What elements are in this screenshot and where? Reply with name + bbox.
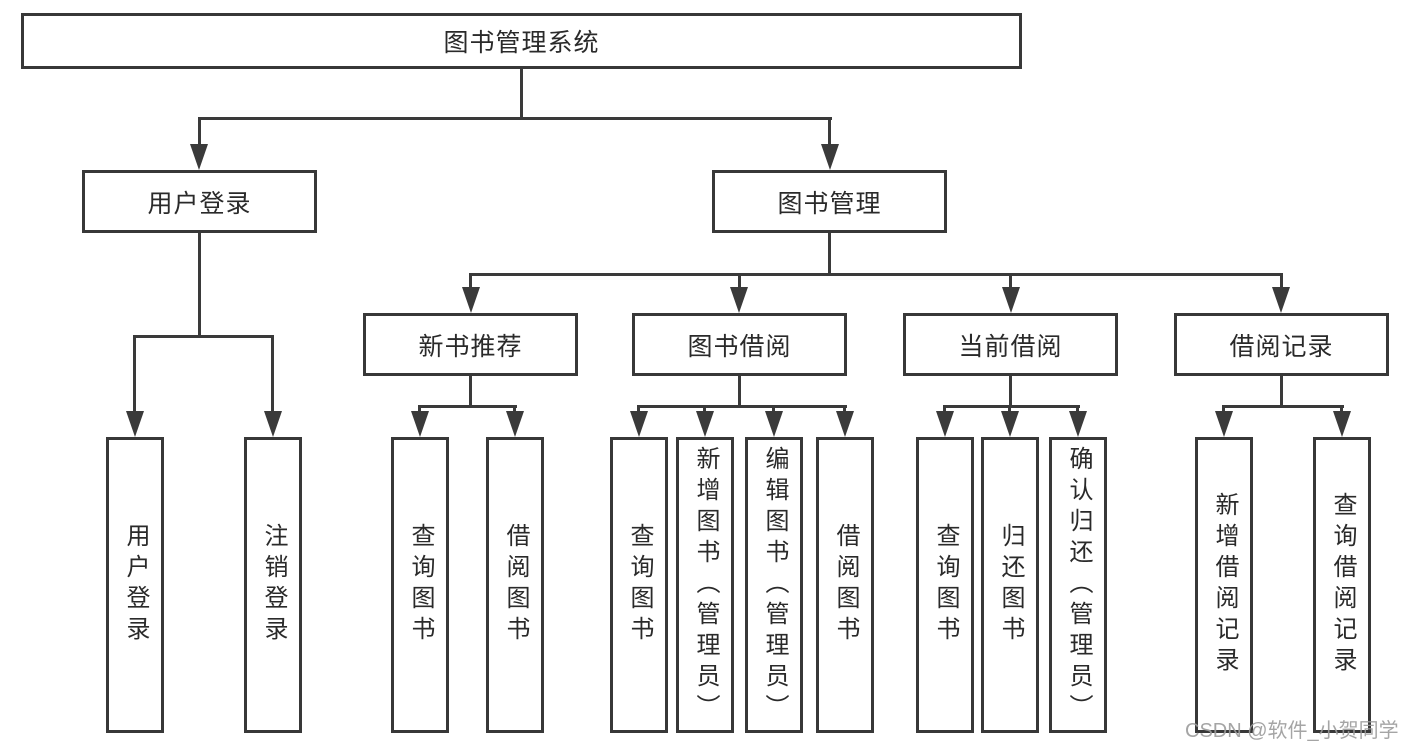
arrowhead-down — [1002, 287, 1020, 313]
arrowhead-down — [821, 144, 839, 170]
connector-group-drop — [738, 376, 741, 408]
arrowhead-down — [462, 287, 480, 313]
arrowhead-down — [630, 411, 648, 437]
leaf-node-logout: 注销登录 — [244, 437, 302, 733]
arrowhead-down — [190, 144, 208, 170]
leaf-node-confirm-return-admin: 确认归还（管理员） — [1049, 437, 1107, 733]
arrowhead-down — [1333, 411, 1351, 437]
connector-stem — [828, 120, 831, 146]
connector-group-split — [1222, 405, 1344, 408]
arrowhead-down — [126, 411, 144, 437]
group-node-new-book-recommend: 新书推荐 — [363, 313, 578, 376]
leaf-node-user-login: 用户登录 — [106, 437, 164, 733]
arrowhead-down — [730, 287, 748, 313]
connector-stem — [133, 338, 136, 413]
arrowhead-down — [936, 411, 954, 437]
group-node-book-borrow: 图书借阅 — [632, 313, 847, 376]
branch-node-user-login: 用户登录 — [82, 170, 317, 233]
connector-group-drop — [1280, 376, 1283, 408]
leaf-node-add-book-admin: 新增图书（管理员） — [676, 437, 734, 733]
branch-node-book-management: 图书管理 — [712, 170, 947, 233]
arrowhead-down — [1272, 287, 1290, 313]
connector-mgmt-split — [469, 273, 1283, 276]
leaf-node-query-book-2: 查询图书 — [610, 437, 668, 733]
leaf-node-edit-book-admin: 编辑图书（管理员） — [745, 437, 803, 733]
leaf-node-return-book: 归还图书 — [981, 437, 1039, 733]
connector-group-drop — [469, 376, 472, 408]
root-node: 图书管理系统 — [21, 13, 1022, 69]
connector-mgmt-drop — [828, 233, 831, 276]
group-node-borrow-records: 借阅记录 — [1174, 313, 1389, 376]
arrowhead-down — [411, 411, 429, 437]
connector-login-split — [133, 335, 274, 338]
connector-stem — [198, 120, 201, 146]
arrowhead-down — [264, 411, 282, 437]
arrowhead-down — [696, 411, 714, 437]
arrowhead-down — [765, 411, 783, 437]
arrowhead-down — [1215, 411, 1233, 437]
connector-group-split — [418, 405, 517, 408]
arrowhead-down — [836, 411, 854, 437]
connector-root-drop — [520, 69, 523, 117]
leaf-node-add-borrow-record: 新增借阅记录 — [1195, 437, 1253, 733]
connector-group-split — [637, 405, 847, 408]
connector-stem — [1280, 276, 1283, 289]
connector-stem — [469, 276, 472, 289]
connector-stem — [1009, 276, 1012, 289]
connector-stem — [738, 276, 741, 289]
connector-stem — [271, 338, 274, 413]
leaf-node-query-book-3: 查询图书 — [916, 437, 974, 733]
connector-root-split — [198, 117, 832, 120]
leaf-node-borrow-book-1: 借阅图书 — [486, 437, 544, 733]
csdn-watermark: CSDN @软件_小贺同学 — [1185, 720, 1399, 742]
leaf-node-query-book-1: 查询图书 — [391, 437, 449, 733]
group-node-current-borrow: 当前借阅 — [903, 313, 1118, 376]
connector-group-drop — [1009, 376, 1012, 408]
leaf-node-borrow-book-2: 借阅图书 — [816, 437, 874, 733]
connector-login-drop — [198, 233, 201, 338]
connector-group-split — [943, 405, 1080, 408]
leaf-node-query-borrow-record: 查询借阅记录 — [1313, 437, 1371, 733]
arrowhead-down — [1069, 411, 1087, 437]
arrowhead-down — [1001, 411, 1019, 437]
arrowhead-down — [506, 411, 524, 437]
